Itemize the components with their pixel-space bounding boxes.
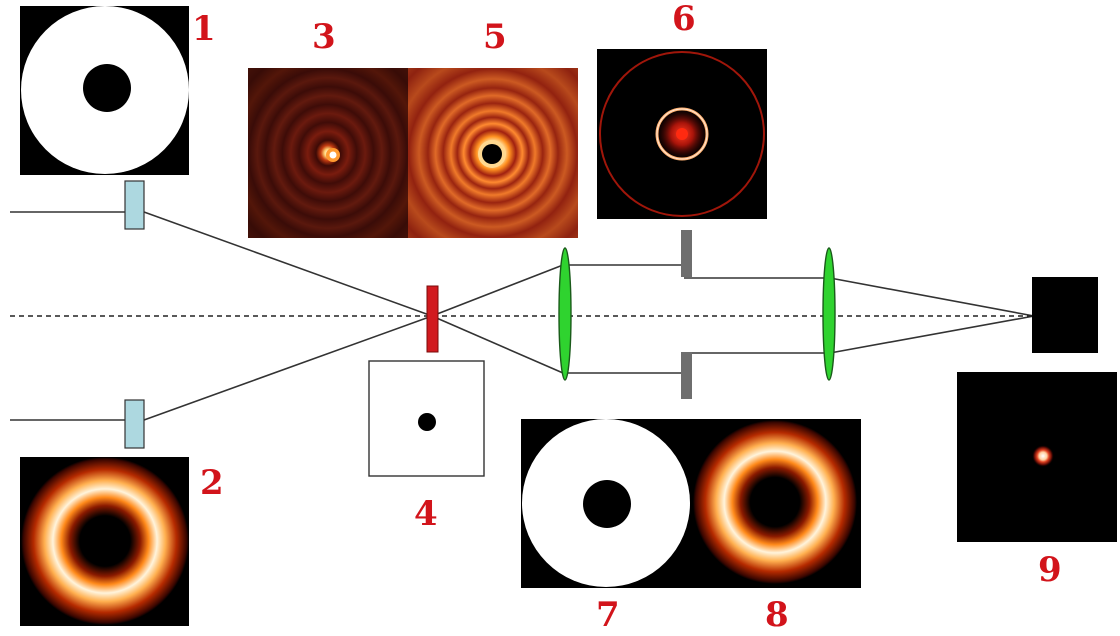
panel-3-fringes	[248, 68, 408, 238]
label-6: 6	[672, 0, 696, 39]
label-3: 3	[312, 17, 336, 57]
lower-diverging-beam	[431, 315, 564, 374]
upper-phase-element	[124, 180, 145, 230]
label-9: 9	[1038, 550, 1062, 590]
panel-6-ring-image	[597, 49, 767, 219]
label-2: 2	[200, 463, 224, 503]
lower-focus-beam	[829, 315, 1035, 354]
lower-phase-element	[124, 399, 145, 449]
label-4: 4	[414, 494, 438, 534]
sample-element	[426, 285, 439, 353]
panel-4-dot-sample	[368, 360, 485, 477]
panel-9-focal-spot	[957, 372, 1117, 542]
lower-aperture-stop	[681, 352, 692, 399]
panel-7-annular-mask	[521, 419, 691, 588]
panel-1-annular-mask	[20, 6, 189, 175]
upper-focus-beam	[829, 277, 1035, 317]
label-8: 8	[765, 595, 789, 635]
label-7: 7	[596, 595, 620, 635]
label-1: 1	[192, 9, 216, 49]
upper-diverging-beam	[431, 264, 564, 317]
upper-converging-beam	[143, 211, 433, 317]
label-5: 5	[483, 17, 507, 57]
lower-converging-beam	[143, 315, 433, 421]
upper-aperture-stop	[681, 230, 692, 277]
panel-2-donut-beam	[20, 457, 189, 626]
second-lens	[822, 247, 836, 381]
first-lens	[558, 247, 572, 381]
panel-5-fringes	[408, 68, 578, 238]
panel-8-donut-beam	[691, 419, 861, 588]
detector	[1032, 277, 1098, 353]
beam-lines	[10, 211, 1035, 421]
